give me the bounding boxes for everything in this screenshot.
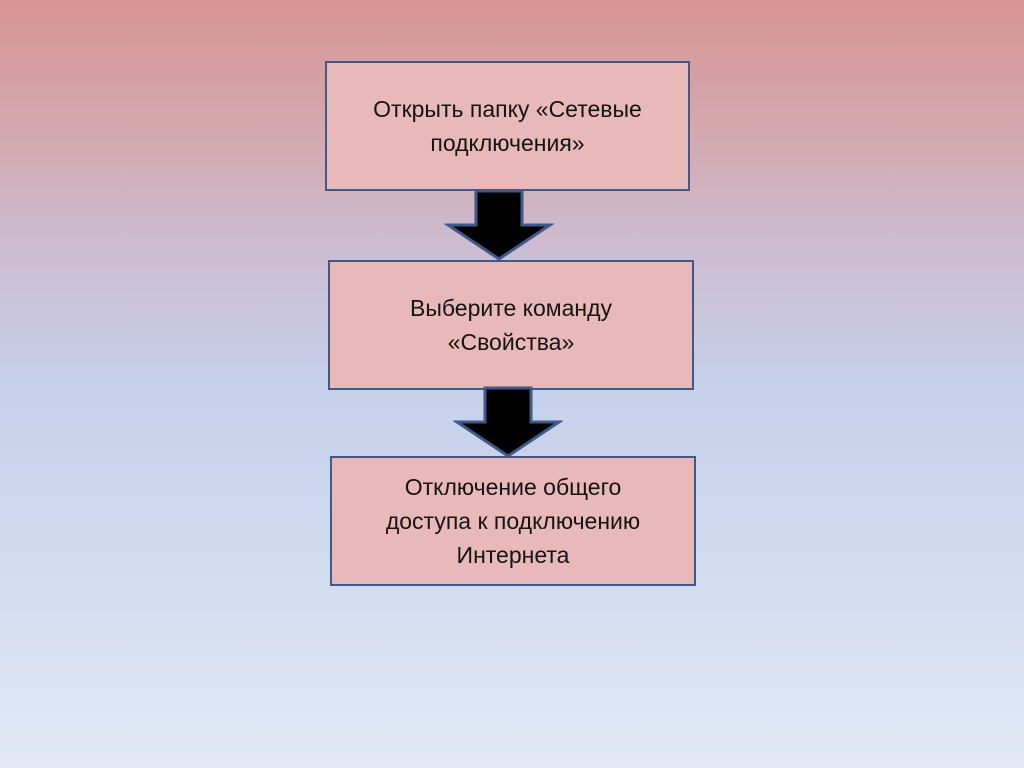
flow-step-disable-sharing: Отключение общего доступа к подключению … [330,456,696,586]
down-arrow-icon [453,386,563,458]
down-arrow-icon [444,189,554,261]
flow-step-text: Открыть папку «Сетевые подключения» [373,96,642,156]
flow-step-text: Выберите команду «Свойства» [409,295,612,355]
flow-step-open-network-folder: Открыть папку «Сетевые подключения» [325,61,690,191]
flow-step-select-properties: Выберите команду «Свойства» [328,260,694,390]
flow-step-text: Отключение общего доступа к подключению … [385,474,641,568]
